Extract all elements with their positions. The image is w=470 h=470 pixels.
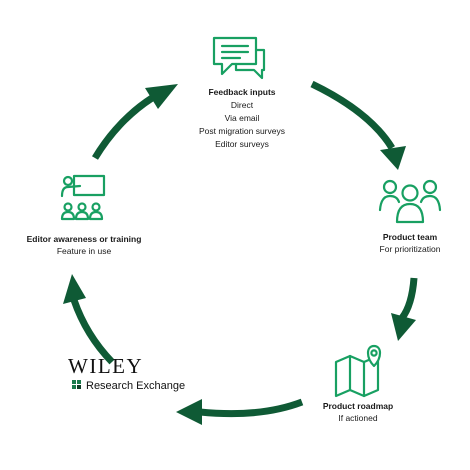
node-roadmap-line-1: If actioned [338,413,377,423]
node-feedback-line-1: Direct [231,100,254,110]
team-group-icon [378,179,442,224]
arrow-feedback-to-team [310,80,395,150]
map-pin-icon [334,344,382,398]
arrow-roadmap-to-wiley [199,398,304,418]
arrow-editor-to-feedback [92,95,154,160]
presentation-board-icon [60,174,106,221]
arrowheads [63,84,416,425]
node-product-team: Product team For prioritization [380,232,441,254]
arrow-team-to-roadmap [399,277,418,321]
node-feedback-line-3: Post migration surveys [199,126,285,136]
cycle-arrows [70,80,418,418]
logo-wordmark: WILEY [68,354,143,378]
node-feedback-title: Feedback inputs [208,87,275,97]
logo-mark-icon [72,380,81,389]
node-feedback-line-2: Via email [225,113,260,123]
node-roadmap-title: Product roadmap [323,401,393,411]
logo-subtitle: Research Exchange [86,380,185,392]
arrowhead-team [380,146,406,170]
node-feedback-line-4: Editor surveys [215,139,269,149]
node-team-line-1: For prioritization [380,244,441,254]
arrowhead-roadmap [391,313,416,341]
node-product-roadmap: Product roadmap If actioned [323,401,393,423]
speech-bubbles-icon [212,36,266,80]
arrowhead-feedback [145,84,178,109]
node-editor-title: Editor awareness or training [27,234,142,244]
arrow-wiley-to-editor [70,298,115,365]
node-feedback-inputs: Feedback inputs Direct Via email Post mi… [199,87,285,149]
node-editor-training: Editor awareness or training Feature in … [27,234,142,256]
node-editor-line-1: Feature in use [57,246,112,256]
wiley-research-exchange-logo: WILEY Research Exchange [68,354,185,392]
arrowhead-wiley [176,399,202,425]
node-team-title: Product team [383,232,438,242]
arrowhead-editor [63,274,86,304]
